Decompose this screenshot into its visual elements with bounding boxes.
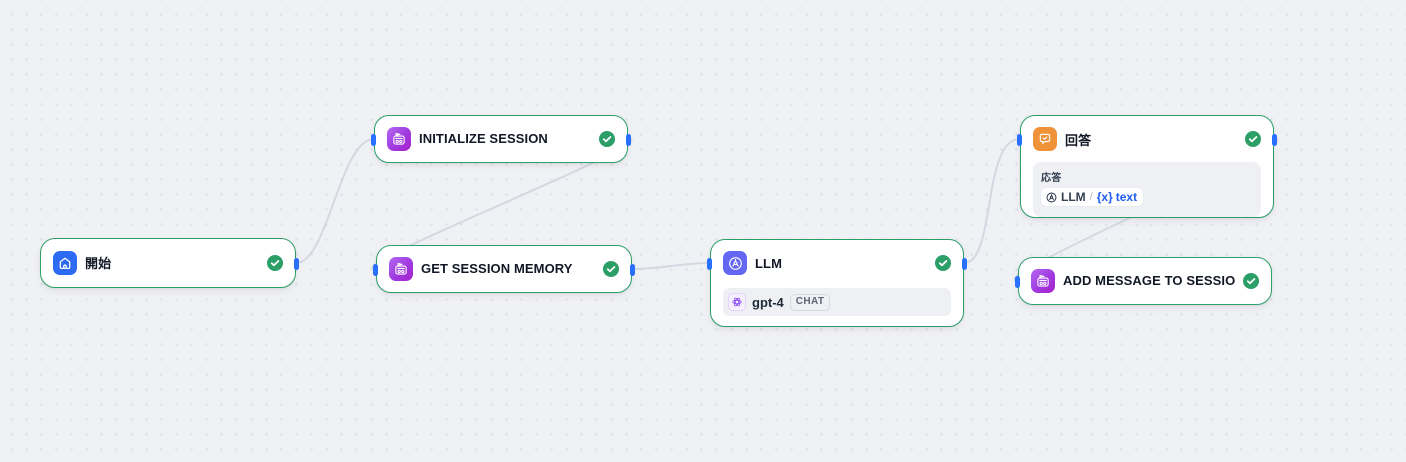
target-handle[interactable] xyxy=(373,264,378,276)
node-initialize-session[interactable]: INITIALIZE SESSION xyxy=(371,115,631,163)
source-handle[interactable] xyxy=(962,258,967,270)
target-handle[interactable] xyxy=(1015,276,1020,288)
node-start[interactable]: 開始 xyxy=(40,238,299,288)
node-answer[interactable]: 回答 応答 LLM / {x} text xyxy=(1017,115,1277,218)
model-selector[interactable]: gpt-4 CHAT xyxy=(723,288,951,316)
variable-x-icon: {x} xyxy=(1096,190,1113,204)
success-check-icon xyxy=(267,254,283,271)
source-handle[interactable] xyxy=(1272,134,1277,146)
success-check-icon xyxy=(1245,131,1261,147)
node-title: LLM xyxy=(755,255,783,271)
node-title: 回答 xyxy=(1065,132,1092,148)
home-icon xyxy=(53,250,77,275)
edge-llm-to-answer[interactable] xyxy=(963,138,1021,264)
node-title: ADD MESSAGE TO SESSIO xyxy=(1063,273,1235,288)
robot-tool-icon xyxy=(1031,268,1055,293)
edge-start-to-initialize[interactable] xyxy=(295,138,375,264)
node-title: GET SESSION MEMORY xyxy=(421,261,573,276)
variable-separator: / xyxy=(1089,191,1093,203)
node-title: 開始 xyxy=(85,256,112,271)
target-handle[interactable] xyxy=(1017,134,1022,146)
variable-pill[interactable]: LLM / {x} text xyxy=(1041,188,1144,206)
answer-bubble-icon xyxy=(1033,127,1057,151)
target-handle[interactable] xyxy=(707,258,712,270)
edge-get-memory-to-llm[interactable] xyxy=(631,262,711,270)
node-llm[interactable]: LLM gpt-4 CHAT xyxy=(707,239,967,327)
success-check-icon xyxy=(935,255,951,271)
success-check-icon xyxy=(1243,272,1259,289)
llm-brain-icon xyxy=(723,251,747,275)
llm-node-mini-icon xyxy=(1046,192,1057,202)
model-name: gpt-4 xyxy=(752,294,784,310)
node-get-session-memory[interactable]: GET SESSION MEMORY xyxy=(373,245,635,293)
source-handle[interactable] xyxy=(626,134,631,146)
source-handle[interactable] xyxy=(630,264,635,276)
node-title: INITIALIZE SESSION xyxy=(419,131,548,146)
output-label: 応答 xyxy=(1041,173,1062,184)
success-check-icon xyxy=(599,130,615,147)
robot-tool-icon xyxy=(387,126,411,151)
robot-tool-icon xyxy=(389,256,413,281)
openai-logo-icon xyxy=(728,293,746,311)
target-handle[interactable] xyxy=(371,134,376,146)
success-check-icon xyxy=(603,260,619,277)
model-mode-badge: CHAT xyxy=(789,293,831,311)
variable-source-node: LLM xyxy=(1061,190,1086,204)
node-add-message-to-session[interactable]: ADD MESSAGE TO SESSIO xyxy=(1015,257,1272,305)
variable-name: text xyxy=(1115,190,1138,204)
source-handle[interactable] xyxy=(294,258,299,270)
answer-output-panel: 応答 LLM / {x} text xyxy=(1033,162,1261,217)
